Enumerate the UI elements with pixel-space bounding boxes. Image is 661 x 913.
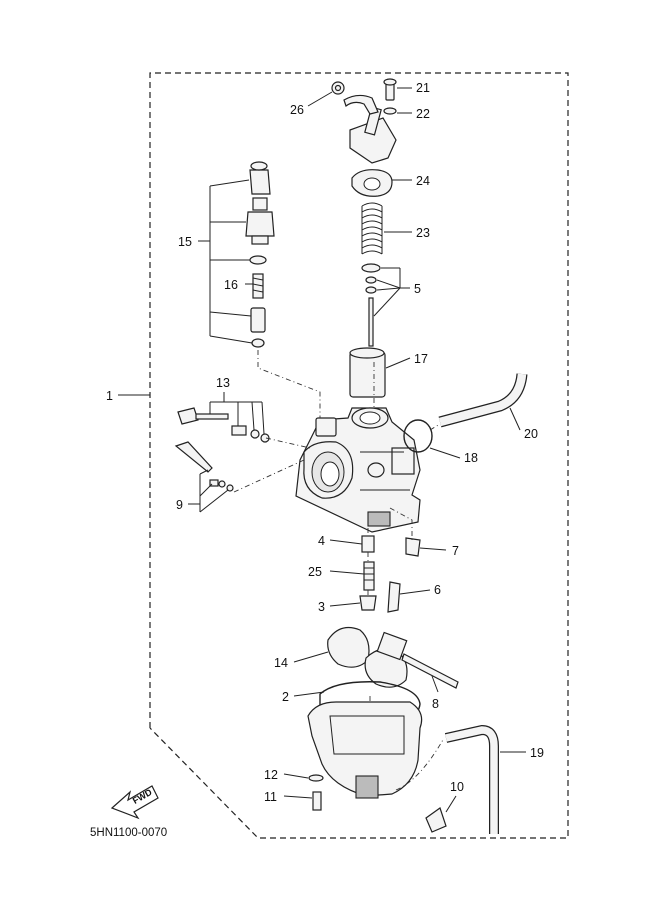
callout-26: 26 [290,103,304,117]
callout-22: 22 [416,107,430,121]
alignment-lines [233,350,445,791]
callout-labels: 1 15 16 26 21 22 24 23 5 17 13 20 18 9 4… [106,81,544,804]
callout-2: 2 [282,690,289,704]
callout-25: 25 [308,565,322,579]
assembly-boundary [149,72,569,839]
choke-cap-assembly [331,78,397,197]
callout-13: 13 [216,376,230,390]
hose-20 [438,373,528,428]
callout-16: 16 [224,278,238,292]
callout-5: 5 [414,282,421,296]
callout-14: 14 [274,656,288,670]
hose-19 [444,724,499,834]
throttle-valve [349,347,386,398]
callout-19: 19 [530,746,544,760]
callout-24: 24 [416,174,430,188]
callout-12: 12 [264,768,278,782]
callout-8: 8 [432,697,439,711]
callout-20: 20 [524,427,538,441]
drawing-code: 5HN1100-0070 [90,827,167,839]
throttle-stop-screw-9 [174,441,234,492]
callout-6: 6 [434,583,441,597]
needle-clip-parts [361,263,381,347]
float-assembly [327,627,459,689]
callout-11: 11 [264,790,277,804]
carburetor-body [295,407,421,533]
bowl-screws [308,774,447,833]
float-bowl [307,701,423,799]
callout-4: 4 [318,534,325,548]
callout-1: 1 [106,389,113,403]
air-screw-stack [245,161,275,348]
callout-21: 21 [416,81,430,95]
callout-23: 23 [416,226,430,240]
callout-7: 7 [452,544,459,558]
spring-23 [361,202,383,255]
o-ring-18 [403,419,433,453]
callout-17: 17 [414,352,428,366]
callout-10: 10 [450,780,464,794]
callout-15: 15 [178,235,192,249]
jets-and-needle-jet [359,535,421,613]
callout-3: 3 [318,600,325,614]
forward-arrow-icon: FWD [110,785,159,820]
leader-lines [118,87,526,813]
callout-9: 9 [176,498,183,512]
pilot-screw-13 [177,407,270,443]
callout-18: 18 [464,451,478,465]
